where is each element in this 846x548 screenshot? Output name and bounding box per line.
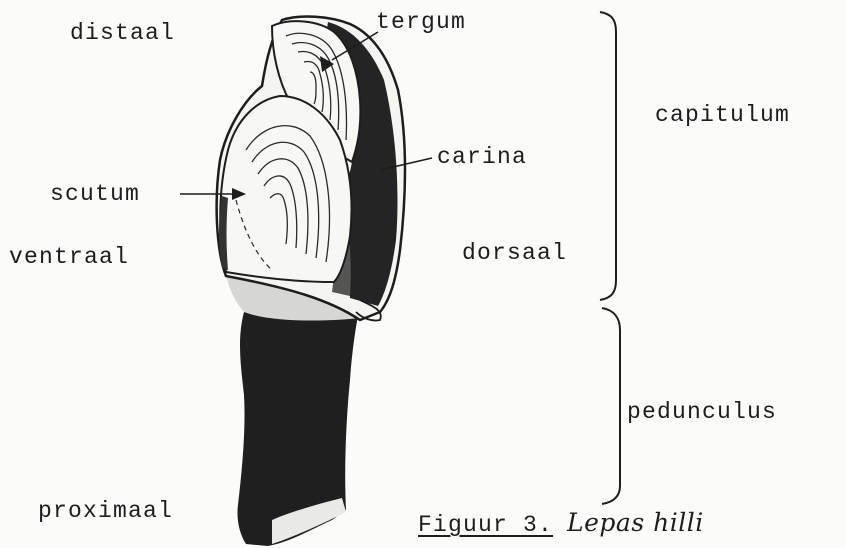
label-capitulum: capitulum	[655, 104, 790, 127]
label-proximaal: proximaal	[38, 500, 173, 523]
figure-caption: Figuur 3. Lepas hilli	[418, 508, 704, 538]
label-scutum: scutum	[50, 183, 140, 206]
figure-number: Figuur 3.	[418, 512, 553, 538]
label-distaal: distaal	[70, 22, 175, 45]
label-ventraal: ventraal	[9, 246, 129, 269]
pedunculus-brace	[602, 308, 620, 504]
label-carina: carina	[437, 146, 527, 169]
capitulum-brace	[600, 12, 616, 300]
label-pedunculus: pedunculus	[627, 401, 777, 424]
species-name: Lepas hilli	[567, 508, 704, 537]
label-dorsaal: dorsaal	[462, 242, 567, 265]
label-tergum: tergum	[376, 11, 466, 34]
